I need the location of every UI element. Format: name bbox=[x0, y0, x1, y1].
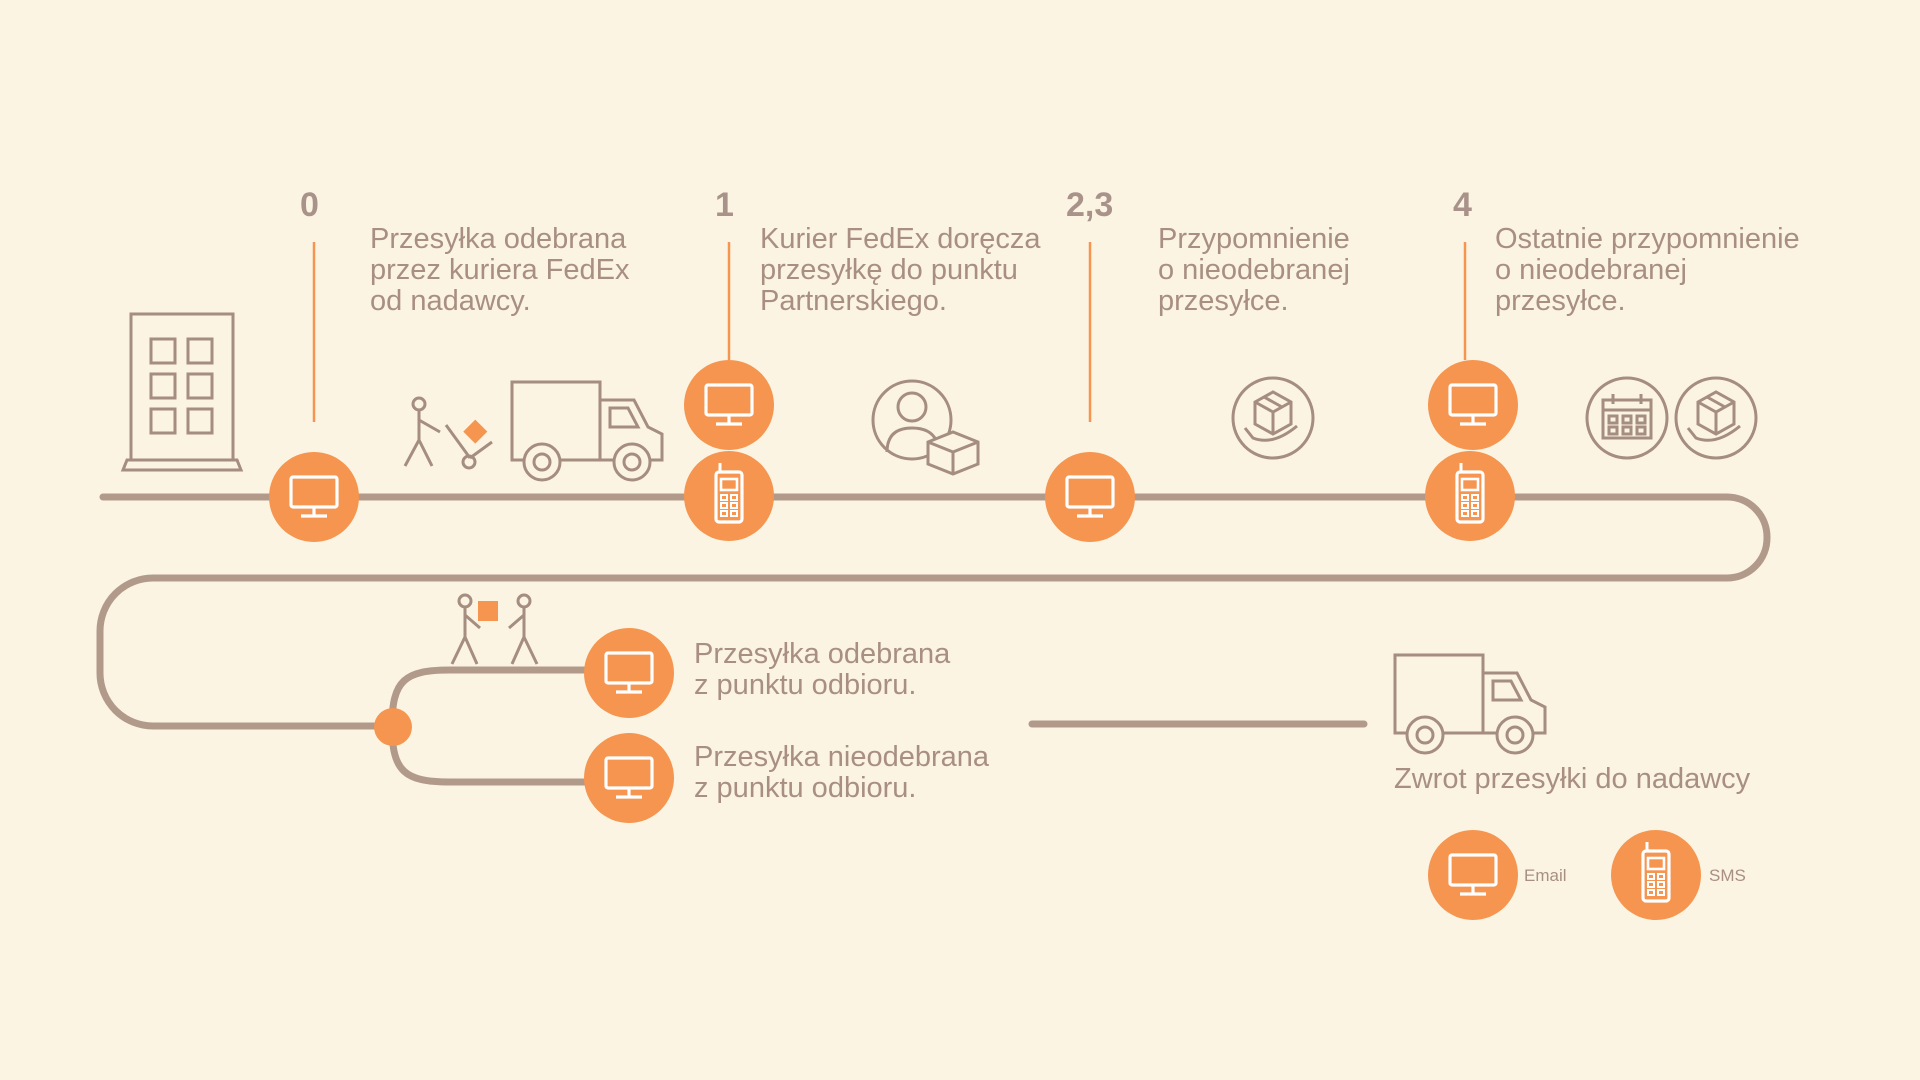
notification-step-4 bbox=[1425, 360, 1518, 541]
step-description-0: Przesyłka odebrana przez kuriera FedEx o… bbox=[370, 223, 630, 317]
branch-dot bbox=[374, 708, 412, 746]
step-description-1: Kurier FedEx doręcza przesyłkę do punktu… bbox=[760, 223, 1041, 317]
outcome-picked-up: Przesyłka odebrana z punktu odbioru. bbox=[694, 638, 951, 701]
legend-sms-badge bbox=[1611, 830, 1701, 920]
step-connectors bbox=[312, 242, 1467, 422]
courier-trolley-icon bbox=[403, 396, 493, 470]
step-description-4: Ostatnie przypomnienie o nieodebranej pr… bbox=[1495, 223, 1800, 317]
step-number-23: 2,3 bbox=[1066, 186, 1114, 224]
step-number-1: 1 bbox=[715, 186, 734, 224]
person-parcel-icon bbox=[871, 379, 980, 476]
legend-sms-label: SMS bbox=[1709, 866, 1746, 885]
notification-not-picked-up bbox=[584, 733, 674, 823]
legend-email-label: Email bbox=[1524, 866, 1567, 885]
parcel-hand-icon bbox=[1231, 376, 1315, 460]
truck-icon bbox=[510, 380, 664, 482]
building-icon bbox=[120, 312, 244, 472]
step-number-4: 4 bbox=[1453, 186, 1472, 224]
notification-picked-up bbox=[584, 628, 674, 718]
calendar-icon bbox=[1585, 376, 1669, 460]
notification-step-1 bbox=[684, 360, 774, 541]
outcome-return: Zwrot przesyłki do nadawcy bbox=[1394, 763, 1751, 795]
notification-step-0 bbox=[269, 452, 359, 542]
notification-step-23 bbox=[1045, 452, 1135, 542]
legend-email-badge bbox=[1428, 830, 1518, 920]
handover-icon bbox=[450, 593, 539, 665]
step-description-23: Przypomnienie o nieodebranej przesyłce. bbox=[1158, 223, 1350, 317]
outcome-not-picked-up: Przesyłka nieodebrana z punktu odbioru. bbox=[694, 741, 990, 804]
return-truck-icon bbox=[1393, 653, 1547, 755]
parcel-hand-icon bbox=[1674, 376, 1758, 460]
step-number-0: 0 bbox=[300, 186, 319, 224]
